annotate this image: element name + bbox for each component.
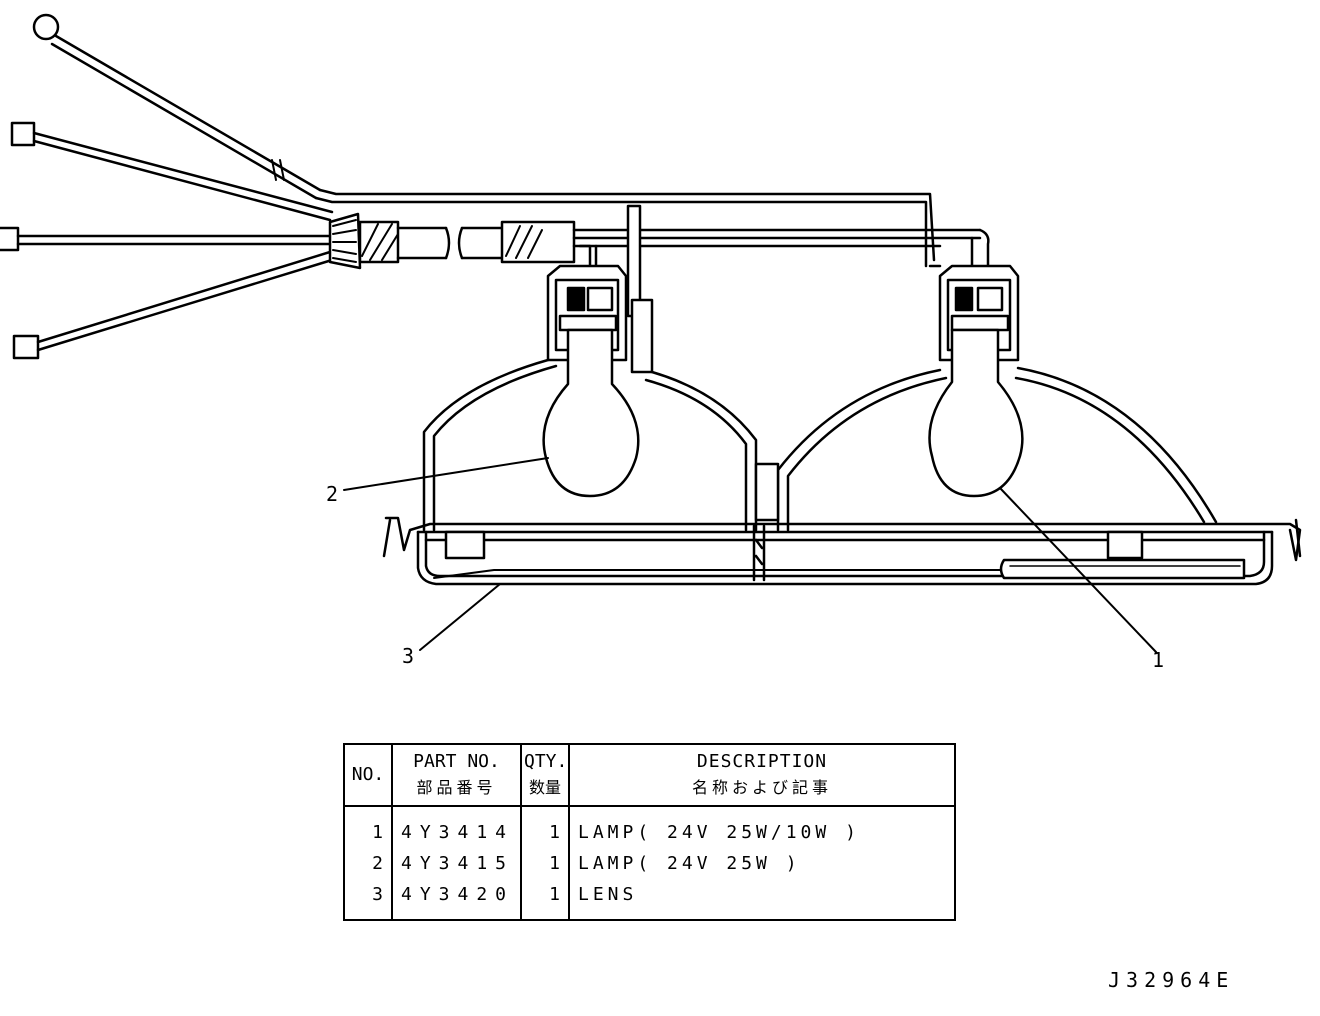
right-reflector: [754, 366, 1218, 532]
lens-base: [382, 516, 1302, 586]
callout-1: 1: [1152, 648, 1165, 672]
lamp-assembly-drawing: [0, 13, 1302, 653]
square-terminal-3: [12, 334, 40, 360]
header-part-no: PART NO.部品番号: [391, 744, 522, 807]
square-terminal-1: [10, 121, 36, 147]
cell-description: LENS: [568, 879, 956, 920]
callout-2: 2: [326, 482, 339, 506]
right-bulb: [928, 328, 1024, 498]
cell-part-no: 4Y3414: [391, 806, 522, 849]
cell-description: LAMP( 24V 25W/10W ): [568, 806, 956, 849]
lead-wires: [16, 34, 334, 352]
cell-part-no: 4Y3415: [391, 848, 522, 880]
drawing-id: J32964E: [1108, 968, 1235, 992]
leader-lines: [343, 457, 1157, 653]
cell-no: 1: [343, 806, 393, 849]
wire-harness: [314, 188, 990, 318]
cell-qty: 1: [520, 848, 570, 880]
round-terminal: [32, 13, 60, 41]
callout-3: 3: [402, 644, 415, 668]
cell-description: LAMP( 24V 25W ): [568, 848, 956, 880]
header-qty: QTY.数量: [520, 744, 570, 807]
square-terminal-2: [0, 226, 20, 252]
table-row: 3 4Y3420 1 LENS: [343, 879, 956, 920]
cell-qty: 1: [520, 879, 570, 920]
cell-qty: 1: [520, 806, 570, 849]
cell-no: 3: [343, 879, 393, 920]
left-bulb: [542, 328, 640, 498]
table-row: 1 4Y3414 1 LAMP( 24V 25W/10W ): [343, 806, 956, 849]
left-reflector: [422, 358, 758, 532]
header-no: NO.: [343, 744, 393, 807]
table-row: 2 4Y3415 1 LAMP( 24V 25W ): [343, 848, 956, 880]
cell-no: 2: [343, 848, 393, 880]
cell-part-no: 4Y3420: [391, 879, 522, 920]
